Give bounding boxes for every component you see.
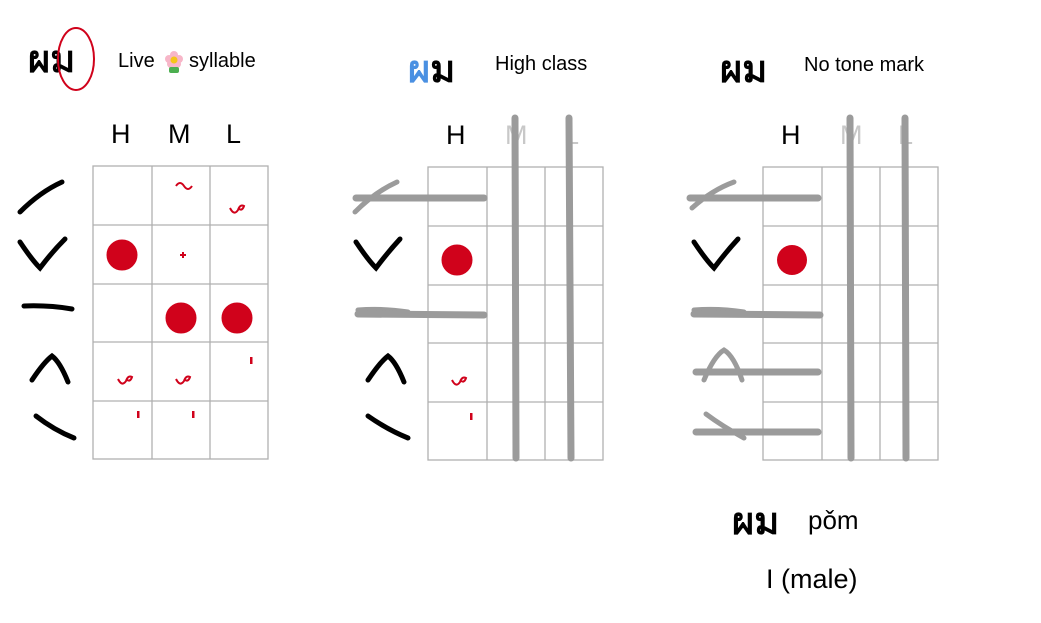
mai-tho-mark <box>175 375 192 385</box>
low-contour-icon <box>33 413 77 441</box>
mai-tri-mark <box>175 182 193 190</box>
low-contour-icon <box>365 413 411 441</box>
falling-contour-icon <box>365 352 407 385</box>
flower-icon <box>163 49 185 73</box>
col-head-m: M <box>168 119 191 149</box>
mai-jattawa-mark <box>180 252 186 258</box>
col-head-h: H <box>111 119 131 149</box>
final-consonant-circle <box>57 27 95 91</box>
tone-dot <box>165 302 197 334</box>
falling-contour-icon <box>701 347 745 383</box>
mai-ek-mark <box>192 411 195 418</box>
mai-ek-mark <box>470 413 473 420</box>
tone-dot <box>777 245 807 275</box>
tone-dot <box>221 302 253 334</box>
romanization: pǒm <box>808 505 859 535</box>
live-label: Live <box>118 50 155 72</box>
tone-dot <box>441 244 473 276</box>
tone-grid-panel1 <box>92 165 269 460</box>
mid-contour-icon <box>21 303 75 312</box>
thai-word-high-class: ผม <box>408 50 455 88</box>
rising-contour-icon <box>353 236 403 272</box>
tone-dot <box>106 239 138 271</box>
mai-ek-mark <box>137 411 140 418</box>
high-contour-icon <box>17 179 65 215</box>
mai-tho-mark <box>117 375 134 385</box>
col-head-h: H <box>781 120 801 150</box>
strike-lines-panel2 <box>352 114 575 462</box>
translation: I (male) <box>766 564 858 594</box>
rising-contour-icon <box>691 236 741 272</box>
high-contour-icon <box>689 179 737 211</box>
mai-ek-mark <box>250 357 253 364</box>
mai-tho-mark <box>229 204 246 214</box>
falling-contour-icon <box>29 352 71 385</box>
high-class-label: High class <box>495 53 588 75</box>
tone-contour-marks <box>17 179 77 441</box>
col-head-l: L <box>226 119 242 149</box>
thai-word-phom: ผม <box>28 37 76 81</box>
highlighted-initial: ผ <box>408 47 431 91</box>
col-head-h: H <box>446 120 466 150</box>
final-consonant: ม <box>430 47 456 91</box>
syllable-label: syllable <box>189 50 256 72</box>
strike-lines-panel3 <box>686 114 910 462</box>
mai-tho-mark <box>451 376 468 386</box>
low-contour-icon <box>703 411 747 441</box>
tone-grid-marks-panel1 <box>106 182 253 418</box>
no-tone-mark-label: No tone mark <box>804 54 925 76</box>
answer-thai-word: ผม <box>732 499 780 543</box>
thai-word-phom: ผม <box>720 47 768 91</box>
rising-contour-icon <box>17 236 68 272</box>
